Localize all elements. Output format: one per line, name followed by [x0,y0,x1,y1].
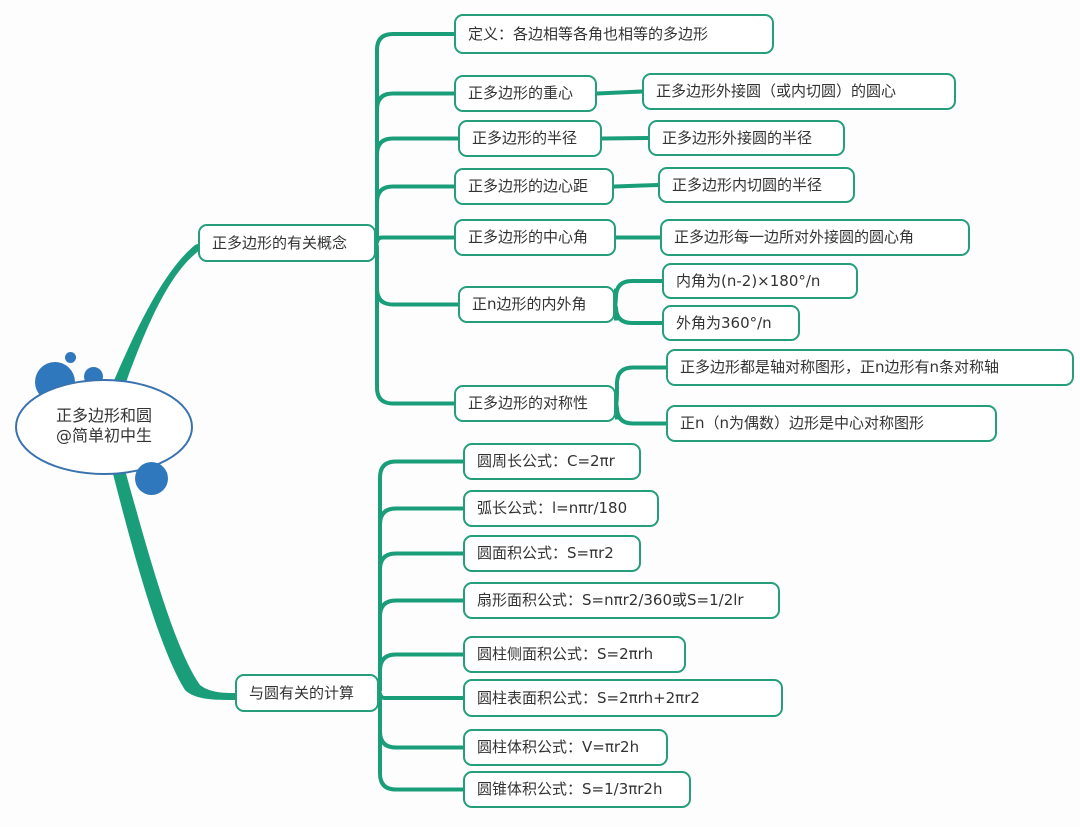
main-branch-upper [112,243,200,385]
formula-cylinder-volume[interactable]: 圆柱体积公式：V=πr2h [463,729,668,766]
decor-bubble-bottom [135,462,168,495]
axial-symmetry-detail[interactable]: 正多边形都是轴对称图形，正n边形有n条对称轴 [666,349,1074,386]
concept-centroid-detail[interactable]: 正多边形外接圆（或内切圆）的圆心 [642,73,956,110]
formula-cylinder-lateral-area[interactable]: 圆柱侧面积公式：S=2πrh [463,636,686,673]
concept-central-angle-detail[interactable]: 正多边形每一边所对外接圆的圆心角 [660,219,970,256]
angle-link-1 [613,302,664,325]
concepts-link-4 [374,235,456,245]
symmetry-link-0 [614,365,668,406]
angle-link-0 [613,279,664,307]
concept-apothem[interactable]: 正多边形的边心距 [454,168,614,205]
formula-arc-length[interactable]: 弧长公式：l=nπr/180 [463,490,659,527]
root-ellipse [15,379,193,475]
calc-link-6 [377,691,465,750]
concept-centroid[interactable]: 正多边形的重心 [454,75,597,112]
detail-link-1 [600,136,650,141]
calc-link-5 [377,691,465,700]
branch-regular-polygon-concepts[interactable]: 正多边形的有关概念 [198,224,376,262]
concept-definition[interactable]: 定义：各边相等各角也相等的多边形 [454,14,774,54]
concept-central-angle[interactable]: 正多边形的中心角 [454,219,616,256]
concepts-link-2 [374,136,460,245]
decor-bubble-small [65,352,76,363]
symmetry-link-1 [614,401,668,426]
formula-cone-volume[interactable]: 圆锥体积公式：S=1/3πr2h [463,771,691,808]
main-branch-lower [112,470,235,700]
detail-link-0 [595,89,644,96]
concepts-link-3 [374,184,456,245]
concept-radius[interactable]: 正多边形的半径 [458,120,602,157]
concept-interior-exterior-angle[interactable]: 正n边形的内外角 [458,286,615,323]
concept-symmetry[interactable]: 正多边形的对称性 [454,385,616,422]
concepts-link-1 [374,91,456,245]
interior-angle-formula[interactable]: 内角为(n-2)×180°/n [662,263,858,299]
concepts-link-5 [374,241,460,307]
concepts-link-6 [374,241,456,406]
root-node[interactable]: 正多边形和圆 @简单初中生 [14,406,194,446]
concept-apothem-detail[interactable]: 正多边形内切圆的半径 [658,167,855,203]
detail-link-2 [612,183,660,189]
root-title: 正多边形和圆 [55,406,152,425]
formula-cylinder-surface-area[interactable]: 圆柱表面积公式：S=2πrh+2πr2 [463,679,783,717]
central-symmetry-detail[interactable]: 正n（n为偶数）边形是中心对称图形 [666,405,997,442]
calc-link-7 [377,691,465,792]
formula-sector-area[interactable]: 扇形面积公式：S=nπr2/360或S=1/2lr [463,582,780,619]
branch-circle-calculations[interactable]: 与圆有关的计算 [235,674,379,712]
calc-link-0 [377,459,465,695]
calc-link-3 [377,598,465,695]
concept-radius-detail[interactable]: 正多边形外接圆的半径 [648,120,845,156]
calc-link-4 [377,652,465,695]
root-author: @简单初中生 [55,426,152,445]
formula-circumference[interactable]: 圆周长公式：C=2πr [463,443,641,480]
formula-circle-area[interactable]: 圆面积公式：S=πr2 [463,535,641,572]
calc-link-2 [377,551,465,695]
exterior-angle-formula[interactable]: 外角为360°/n [662,305,800,341]
